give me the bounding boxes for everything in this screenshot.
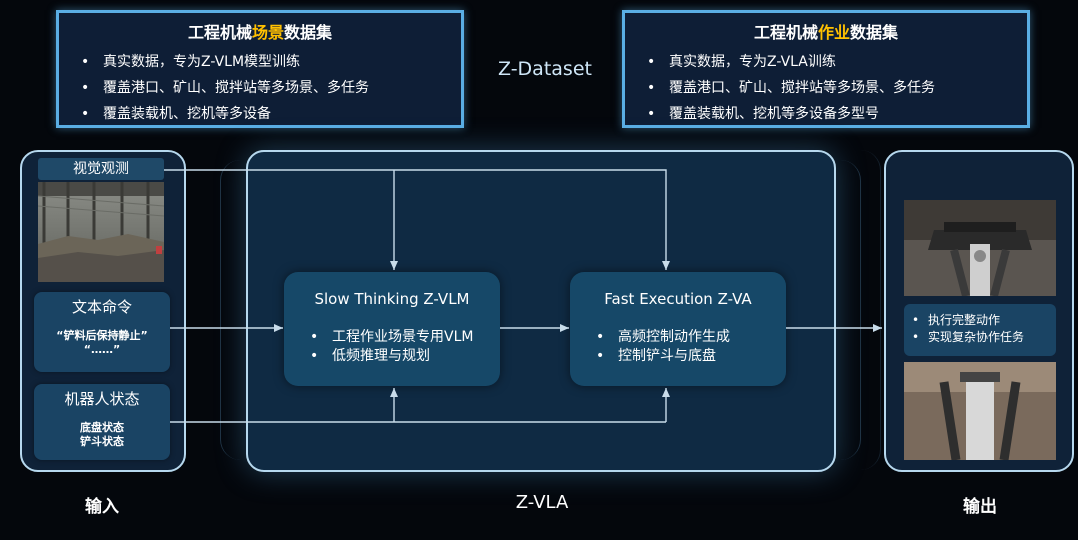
slow-thinking-module: Slow Thinking Z-VLM 工程作业场景专用VLM 低频推理与规划	[284, 272, 500, 386]
text-command-title: 文本命令	[71, 298, 132, 316]
robot-state-card: 机器人状态 底盘状态 铲斗状态	[34, 384, 170, 460]
glow-wave	[220, 160, 261, 460]
z-dataset-label: Z-Dataset	[498, 58, 592, 80]
glow-wave	[840, 150, 881, 470]
scene-dataset-box: 工程机械场景数据集 真实数据，专为Z-VLM模型训练 覆盖港口、矿山、搅拌站等多…	[56, 10, 464, 128]
list-item: 工程作业场景专用VLM	[310, 328, 474, 347]
text-command-line: “……”	[83, 343, 121, 356]
robot-state-title: 机器人状态	[64, 390, 140, 408]
list-item: 真实数据，专为Z-VLM模型训练	[81, 49, 369, 75]
list-item: 低频推理与规划	[310, 347, 473, 366]
operation-dataset-box: 工程机械作业数据集 真实数据，专为Z-VLA训练 覆盖港口、矿山、搅拌站等多场景…	[622, 10, 1030, 128]
list-item: 覆盖装载机、挖机等多设备	[81, 101, 369, 127]
loader-illustration	[904, 200, 1056, 296]
list-item: 覆盖港口、矿山、搅拌站等多场景、多任务	[647, 75, 935, 101]
operation-dataset-list: 真实数据，专为Z-VLA训练 覆盖港口、矿山、搅拌站等多场景、多任务 覆盖装载机…	[647, 49, 935, 127]
fast-execution-title: Fast Execution Z-VA	[604, 290, 752, 308]
list-item: 覆盖港口、矿山、搅拌站等多场景、多任务	[81, 75, 369, 101]
list-item: 实现复杂协作任务	[912, 329, 1056, 346]
list-item: 执行完整动作	[912, 312, 1056, 329]
robot-state-line: 铲斗状态	[80, 435, 124, 448]
list-item: 真实数据，专为Z-VLA训练	[647, 49, 935, 75]
loader-image-top	[904, 200, 1056, 296]
scene-dataset-title: 工程机械场景数据集	[187, 23, 333, 42]
robot-state-line: 底盘状态	[80, 421, 124, 434]
glow-wave	[820, 160, 861, 460]
slow-thinking-title: Slow Thinking Z-VLM	[314, 290, 470, 308]
list-item: 高频控制动作生成	[596, 328, 730, 347]
list-item: 覆盖装载机、挖机等多设备多型号	[647, 101, 935, 127]
list-item: 控制铲斗与底盘	[596, 347, 730, 366]
text-command-card: 文本命令 “铲料后保持静止” “……”	[34, 292, 170, 372]
output-description: 执行完整动作 实现复杂协作任务	[904, 304, 1056, 356]
input-label: 输入	[85, 497, 119, 517]
warehouse-image	[38, 182, 164, 282]
output-label: 输出	[963, 497, 997, 517]
warehouse-illustration	[38, 182, 164, 282]
text-command-line: “铲料后保持静止”	[56, 329, 148, 342]
loader-image-bottom	[904, 362, 1056, 460]
visual-observation-header: 视觉观测	[38, 158, 164, 180]
scene-dataset-list: 真实数据，专为Z-VLM模型训练 覆盖港口、矿山、搅拌站等多场景、多任务 覆盖装…	[81, 49, 369, 127]
loader-illustration	[904, 362, 1056, 460]
z-vla-label: Z-VLA	[515, 492, 569, 513]
operation-dataset-title: 工程机械作业数据集	[753, 23, 899, 42]
fast-execution-module: Fast Execution Z-VA 高频控制动作生成 控制铲斗与底盘	[570, 272, 786, 386]
